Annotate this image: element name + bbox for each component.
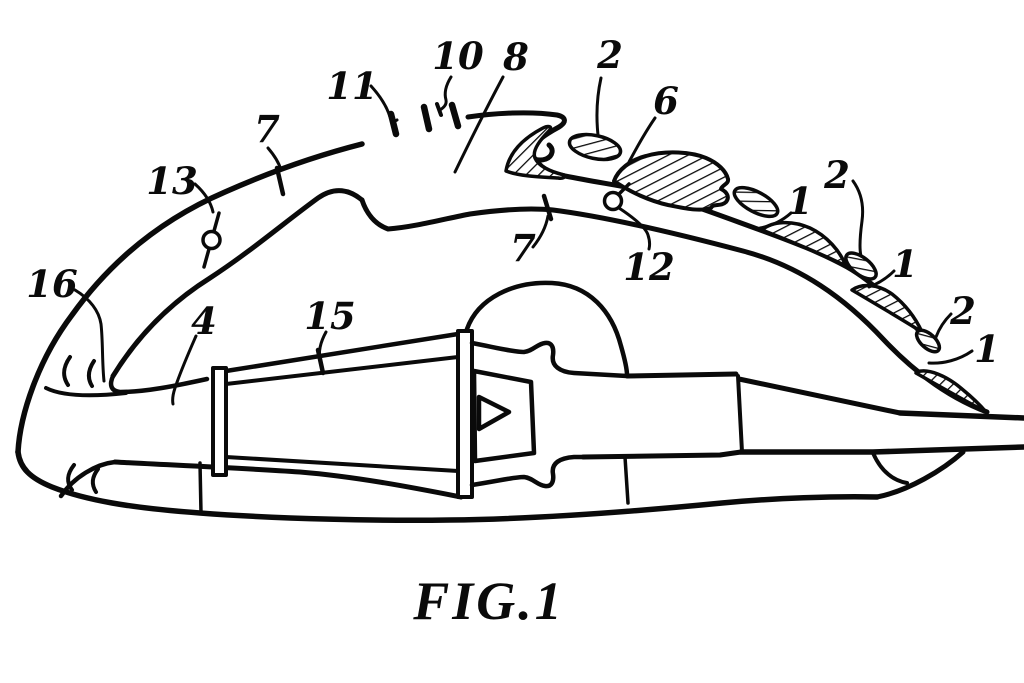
leader-4: [173, 336, 196, 404]
boat-tail-inner-curve: [873, 453, 907, 483]
jet-pipe-top-line: [900, 413, 1024, 418]
droplet-2-top: [567, 130, 623, 163]
ref-label-13: 13: [146, 159, 198, 203]
core-taper-line: [739, 379, 900, 413]
fan-disc: [213, 368, 226, 475]
inlet-lip-hook: [111, 376, 207, 392]
leader-2-right-low: [936, 314, 951, 337]
ref-label-1-right-top: 1: [787, 179, 813, 223]
nozzle-chevron: [479, 397, 509, 429]
turbine-frame-bar: [458, 331, 472, 497]
figure-caption: FIG.1: [413, 570, 565, 632]
bubble-1-right-mid: [852, 285, 922, 332]
ref-label-10: 10: [432, 34, 484, 78]
vortex-crescent-8: [506, 127, 565, 179]
engine-block-bottom: [583, 452, 741, 457]
lower-lip-rib: [200, 463, 201, 513]
leader-2-right-top: [853, 181, 863, 256]
engine-block-top: [627, 374, 736, 376]
upper-nozzle-flap: [472, 343, 627, 376]
ref-label-1-right-low: 1: [974, 327, 1000, 371]
ref-label-8: 8: [503, 35, 529, 79]
leader-8: [455, 77, 503, 172]
ref-label-2-top: 2: [597, 33, 623, 77]
block-divider-rib: [625, 457, 628, 503]
inlet-flow-arc: [93, 469, 98, 492]
ref-label-11: 11: [326, 64, 378, 108]
ref-label-7-upper: 7: [254, 107, 280, 151]
ref-label-6: 6: [653, 79, 679, 123]
leader-7-upper: [268, 148, 281, 170]
core-strut-top: [226, 357, 458, 384]
jet-pipe-bottom-line: [741, 447, 1024, 452]
droplet-2-right-top: [730, 182, 782, 222]
inlet-flow-arc: [64, 357, 70, 385]
ref-label-4: 4: [191, 299, 217, 343]
ref-label-16: 16: [26, 262, 78, 306]
tick-7-upper: [277, 168, 283, 194]
bubble-1-right-low: [916, 371, 986, 412]
ref-label-7-lower: 7: [510, 226, 536, 270]
sensor-13-circle: [203, 232, 220, 249]
core-cowl-top-line: [226, 334, 458, 371]
inlet-flow-arc: [68, 465, 74, 490]
slot-tick: [424, 107, 429, 129]
turbine-dome: [467, 283, 627, 375]
inlet-flow-arc: [89, 361, 94, 386]
ref-label-1-right-mid: 1: [892, 242, 918, 286]
leader-2-top: [597, 78, 601, 135]
inner-cowl-line-forward: [113, 191, 362, 376]
ref-label-15: 15: [304, 294, 356, 338]
leader-12: [619, 208, 650, 249]
ref-label-2-right-low: 2: [950, 289, 976, 333]
slot-tick: [452, 105, 458, 126]
ref-label-12: 12: [623, 245, 675, 289]
engine-block-right-edge: [738, 376, 742, 452]
slot-tick: [391, 114, 396, 134]
ref-label-2-right-top: 2: [824, 153, 850, 197]
